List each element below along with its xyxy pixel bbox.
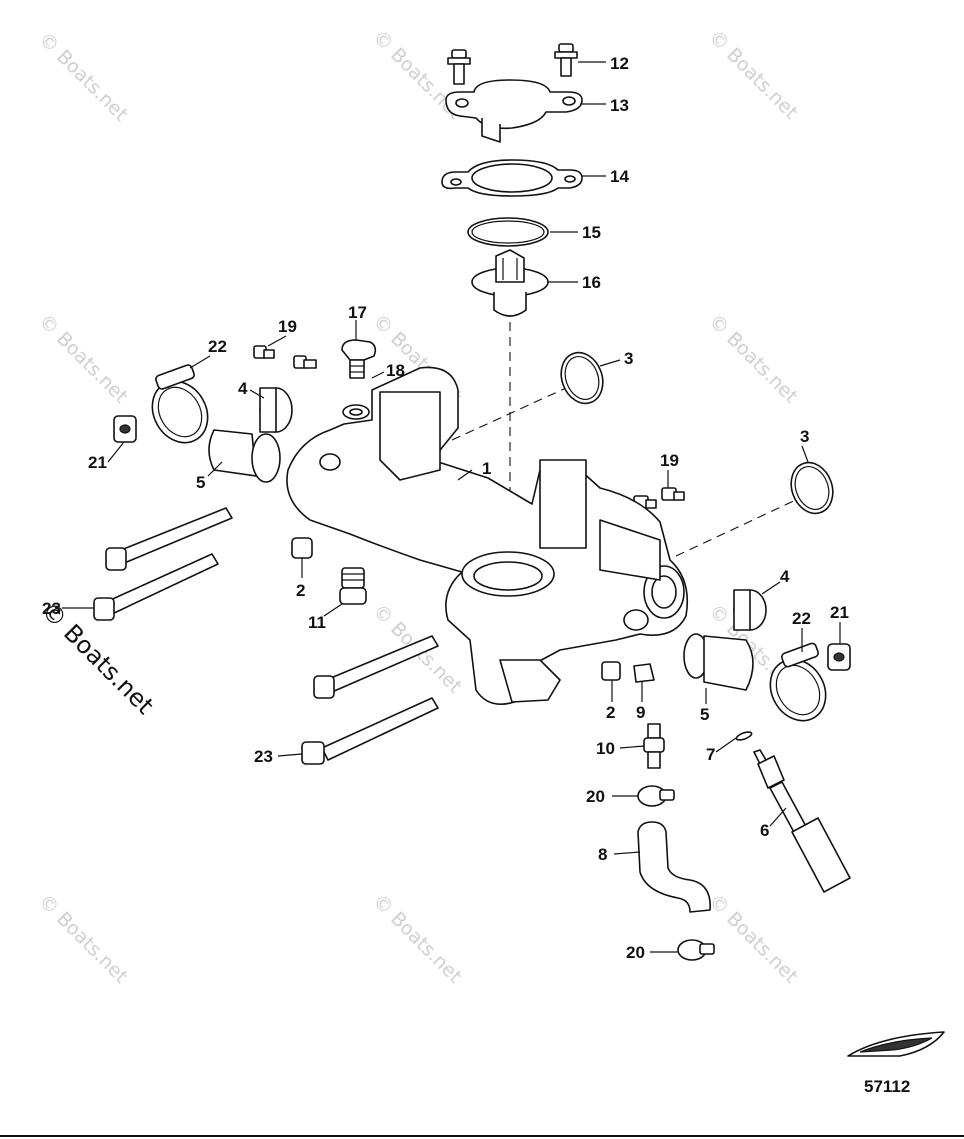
callout-11: 11 [308, 613, 326, 632]
callout-7: 7 [706, 745, 715, 764]
callout-22: 22 [208, 337, 227, 356]
part-9-fitting [633, 663, 655, 683]
callout-12: 12 [610, 54, 629, 73]
watermark-text: © Boats.net [704, 26, 802, 124]
part-21-clip-right [827, 643, 851, 671]
part-4-plug-left [259, 387, 293, 433]
callout-23: 23 [42, 599, 61, 618]
part-19-bolts-left [253, 345, 317, 369]
callout-3b: 3 [800, 427, 809, 446]
part-23-bolts-upper [93, 507, 233, 621]
callout-14: 14 [610, 167, 629, 186]
leader-lines [62, 61, 841, 953]
part-5-fitting-left [208, 429, 281, 483]
callout-4: 4 [238, 379, 248, 398]
callout-5: 5 [196, 473, 205, 492]
part-18-washer [342, 404, 370, 420]
callout-17: 17 [348, 303, 367, 322]
part-17-plug [341, 339, 377, 379]
callout-23b: 23 [254, 747, 273, 766]
callout-10: 10 [596, 739, 615, 758]
callout-5b: 5 [700, 705, 709, 724]
callout-2: 2 [296, 581, 305, 600]
watermark-text: © Boats.net [704, 310, 802, 408]
callout-4b: 4 [780, 567, 790, 586]
callout-21: 21 [88, 453, 107, 472]
part-15-o-ring [467, 217, 549, 247]
callout-20: 20 [586, 787, 605, 806]
diagram-id: 57112 [864, 1077, 910, 1096]
part-5-fitting-right [683, 633, 754, 691]
part-2-sleeve-right [601, 661, 621, 681]
part-21-clip-left [113, 415, 137, 443]
part-16-thermostat [471, 249, 549, 317]
watermark-text: © Boats.net [34, 28, 132, 126]
part-3-ring-upper [560, 351, 604, 405]
callout-16: 16 [582, 273, 601, 292]
part-14-gasket [441, 159, 583, 197]
callout-22b: 22 [792, 609, 811, 628]
callout-19b: 19 [660, 451, 679, 470]
watermark-text: © Boats.net [368, 890, 466, 988]
boat-icon [847, 1031, 945, 1057]
part-6-temperature-sensor [753, 749, 851, 893]
part-12-bolts [447, 43, 578, 85]
watermark-text: © Boats.net [34, 310, 132, 408]
watermark-text: © Boats.net [704, 890, 802, 988]
part-22-clamp-right [769, 642, 827, 722]
part-2-sleeve-left [291, 537, 313, 559]
callout-6: 6 [760, 821, 769, 840]
part-3-ring-lower [790, 461, 834, 515]
part-10-nipple [643, 723, 665, 769]
callout-1: 1 [482, 459, 491, 478]
part-7-o-ring [735, 731, 753, 741]
callout-18: 18 [386, 361, 405, 380]
part-8-hose [637, 821, 711, 913]
watermark-text: © Boats.net [34, 890, 132, 988]
callout-19: 19 [278, 317, 297, 336]
callout-2b: 2 [606, 703, 615, 722]
part-13-thermostat-cover [445, 79, 583, 143]
callout-3: 3 [624, 349, 633, 368]
part-20-clamp-lower [677, 939, 715, 961]
part-23-bolts-lower [301, 635, 439, 765]
part-1-main-housing [286, 366, 689, 706]
part-22-clamp-left [151, 364, 209, 444]
callout-9: 9 [636, 703, 645, 722]
callout-13: 13 [610, 96, 629, 115]
part-20-clamp-upper [637, 785, 675, 807]
callout-labels: 12 13 14 15 16 17 19 22 3 18 4 3 19 21 1… [42, 54, 849, 962]
callout-20b: 20 [626, 943, 645, 962]
part-4-plug-right [733, 589, 767, 631]
callout-15: 15 [582, 223, 601, 242]
callout-8: 8 [598, 845, 607, 864]
part-11-plug [339, 567, 367, 605]
callout-21b: 21 [830, 603, 849, 622]
